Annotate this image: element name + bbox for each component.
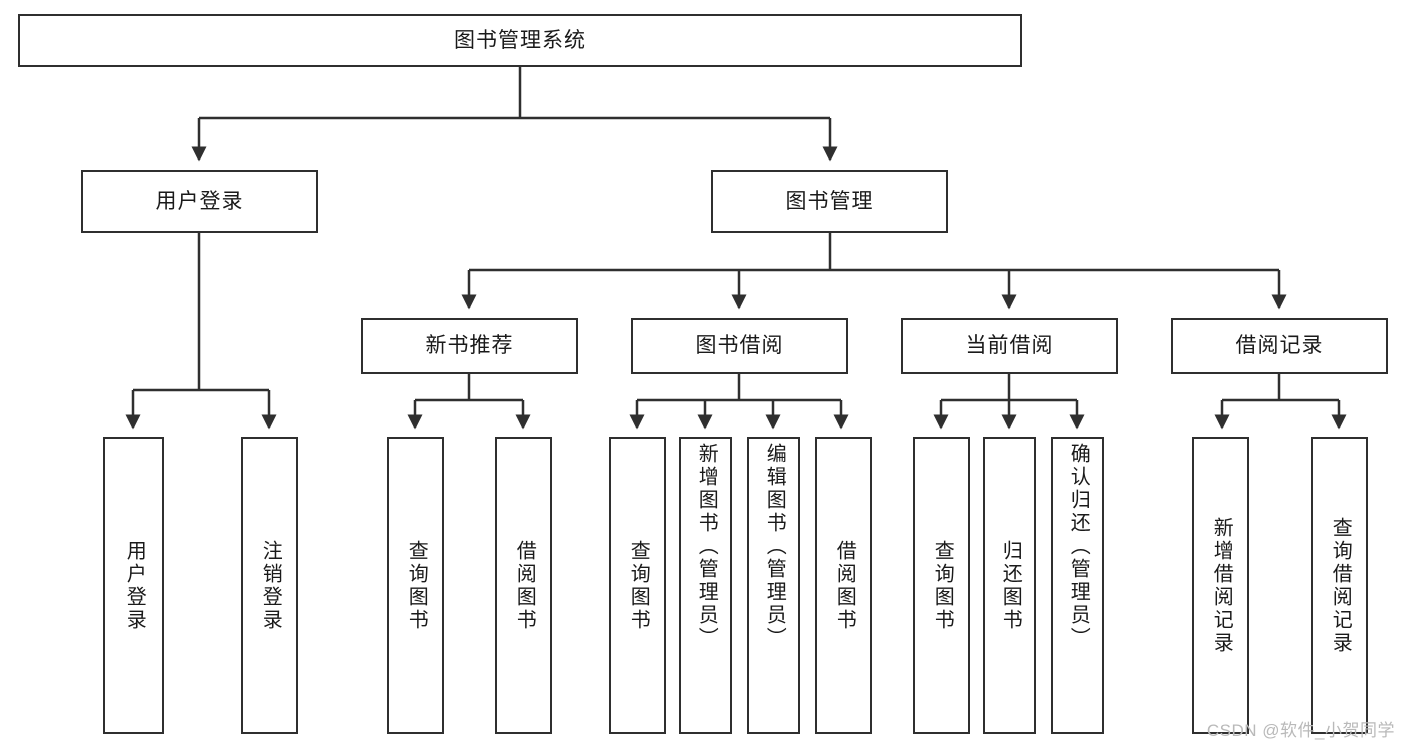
node-book-borrow[interactable]: 图书借阅 — [631, 318, 848, 374]
leaf-record-query-borrow-record[interactable]: 查询借阅记录 — [1311, 437, 1368, 734]
node-label: 查询图书 — [627, 539, 650, 632]
node-root-library-system[interactable]: 图书管理系统 — [18, 14, 1022, 67]
node-label: 新书推荐 — [425, 334, 514, 358]
node-label: 编辑图书（管理员） — [763, 443, 786, 650]
node-label: 图书借阅 — [695, 334, 784, 358]
leaf-current-confirm-return-admin[interactable]: 确认归还（管理员） — [1051, 437, 1104, 734]
node-label: 用户登录 — [123, 539, 146, 632]
edges-bookborrow-to-leaves — [629, 374, 849, 430]
node-label: 查询借阅记录 — [1329, 516, 1352, 655]
node-label: 用户登录 — [155, 189, 244, 213]
edges-newbook-to-leaves — [407, 374, 531, 430]
node-label: 查询图书 — [405, 539, 428, 632]
node-new-book-recommend[interactable]: 新书推荐 — [361, 318, 578, 374]
node-label: 借阅图书 — [833, 539, 856, 632]
node-label: 图书管理系统 — [454, 28, 586, 52]
leaf-user-logout[interactable]: 注销登录 — [241, 437, 298, 734]
edges-bookmgmt-to-level3 — [461, 233, 1287, 310]
node-user-login[interactable]: 用户登录 — [81, 170, 318, 233]
node-label: 查询图书 — [931, 539, 954, 632]
leaf-borrow-edit-book-admin[interactable]: 编辑图书（管理员） — [747, 437, 800, 734]
leaf-current-query-book[interactable]: 查询图书 — [913, 437, 970, 734]
node-label: 借阅图书 — [513, 539, 536, 632]
edges-currentborrow-to-leaves — [933, 374, 1085, 430]
node-current-borrow[interactable]: 当前借阅 — [901, 318, 1118, 374]
node-label: 当前借阅 — [965, 334, 1054, 358]
node-book-management[interactable]: 图书管理 — [711, 170, 948, 233]
edges-userlogin-to-leaves — [125, 233, 277, 430]
leaf-borrow-query-book[interactable]: 查询图书 — [609, 437, 666, 734]
node-label: 借阅记录 — [1235, 334, 1324, 358]
node-label: 确认归还（管理员） — [1067, 443, 1090, 650]
node-label: 新增图书（管理员） — [695, 443, 718, 650]
leaf-borrow-add-book-admin[interactable]: 新增图书（管理员） — [679, 437, 732, 734]
node-label: 图书管理 — [785, 189, 874, 213]
edges-root-to-level2 — [191, 67, 838, 162]
leaf-current-return-book[interactable]: 归还图书 — [983, 437, 1036, 734]
node-label: 注销登录 — [259, 539, 282, 632]
node-borrow-record[interactable]: 借阅记录 — [1171, 318, 1388, 374]
leaf-borrow-borrow-book[interactable]: 借阅图书 — [815, 437, 872, 734]
edges-borrowrecord-to-leaves — [1214, 374, 1347, 430]
node-label: 归还图书 — [999, 539, 1022, 632]
leaf-recommend-borrow-book[interactable]: 借阅图书 — [495, 437, 552, 734]
leaf-recommend-query-book[interactable]: 查询图书 — [387, 437, 444, 734]
leaf-record-add-borrow-record[interactable]: 新增借阅记录 — [1192, 437, 1249, 734]
leaf-user-login[interactable]: 用户登录 — [103, 437, 164, 734]
node-label: 新增借阅记录 — [1210, 516, 1233, 655]
